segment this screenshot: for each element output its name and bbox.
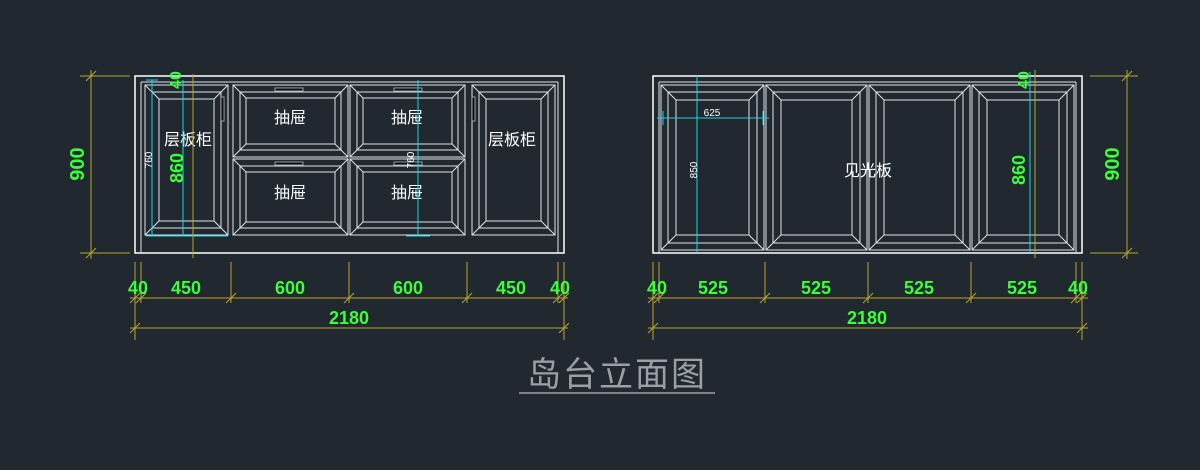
dim-right-seg-2: 525 <box>698 278 728 298</box>
dim-left-inner-left: 760 <box>144 151 155 168</box>
drawer-bottom-1-front <box>232 158 349 236</box>
handle-icon <box>393 161 423 166</box>
left-dim-segments <box>129 262 570 340</box>
label-drawer-top-2: 抽屉 <box>391 108 423 127</box>
handle-icon <box>393 87 423 92</box>
label-shelf-cabinet-right: 层板柜 <box>488 130 536 149</box>
dim-left-seg-6: 40 <box>550 278 570 298</box>
dim-right-panel-height: 860 <box>1009 155 1029 185</box>
dim-right-seg-5: 525 <box>1007 278 1037 298</box>
left-shelf-door <box>144 84 229 236</box>
right-panel-2 <box>765 84 868 251</box>
dim-left-inner-center: 760 <box>406 151 417 168</box>
right-panel-1 <box>660 84 765 251</box>
left-elevation: 层板柜 层板柜 抽屉 抽屉 抽屉 抽屉 900 40 860 760 760 <box>67 70 570 340</box>
right-panel-3 <box>868 84 971 251</box>
right-measure-lines <box>657 72 1031 253</box>
dim-left-height: 900 <box>67 147 89 180</box>
drawing-title: 岛台立面图 <box>527 355 707 395</box>
label-shelf-cabinet-left: 层板柜 <box>164 130 212 149</box>
label-drawer-bottom-1: 抽屉 <box>274 183 306 202</box>
dim-right-seg-1: 40 <box>647 278 667 298</box>
left-cabinet-outline <box>134 75 565 254</box>
dim-left-seg-3: 600 <box>275 278 305 298</box>
dim-left-seg-1: 40 <box>128 278 148 298</box>
label-drawer-top-1: 抽屉 <box>274 108 306 127</box>
dim-right-seg-3: 525 <box>801 278 831 298</box>
label-drawer-bottom-2: 抽屉 <box>391 183 423 202</box>
handle-icon <box>274 161 304 166</box>
dim-right-total-width: 2180 <box>847 308 887 328</box>
dim-left-seg-5: 450 <box>496 278 526 298</box>
dim-right-height: 900 <box>1102 147 1124 180</box>
dim-right-door-height: 850 <box>689 161 700 178</box>
right-elevation: 见光板 625 850 40 860 900 <box>647 70 1138 340</box>
label-visible-panel: 见光板 <box>844 161 892 180</box>
handle-icon <box>274 87 304 92</box>
dim-right-top-gap: 40 <box>1016 71 1033 89</box>
dim-left-total-width: 2180 <box>329 308 369 328</box>
dim-left-top-gap: 40 <box>168 71 185 89</box>
right-panel-4 <box>971 84 1075 251</box>
left-dim-height <box>80 70 130 259</box>
right-dim-height <box>1090 70 1138 259</box>
left-measure-lines <box>146 79 430 237</box>
dim-left-panel-height: 860 <box>167 153 187 183</box>
right-dim-segments <box>647 262 1088 340</box>
left-dim-total <box>129 322 570 334</box>
dim-right-seg-6: 40 <box>1068 278 1088 298</box>
dim-right-seg-4: 525 <box>904 278 934 298</box>
dim-left-seg-4: 600 <box>393 278 423 298</box>
handle-icon <box>220 96 225 122</box>
right-cabinet-outline <box>652 75 1083 254</box>
drawer-top-1-front <box>232 84 349 158</box>
handle-icon <box>471 96 476 122</box>
dim-left-seg-2: 450 <box>171 278 201 298</box>
drawer-top-2-front <box>349 84 466 158</box>
right-dim-total <box>647 322 1088 334</box>
right-shelf-door <box>471 84 556 236</box>
drawer-bottom-2-front <box>349 158 466 236</box>
dim-right-door-width: 625 <box>704 108 721 119</box>
